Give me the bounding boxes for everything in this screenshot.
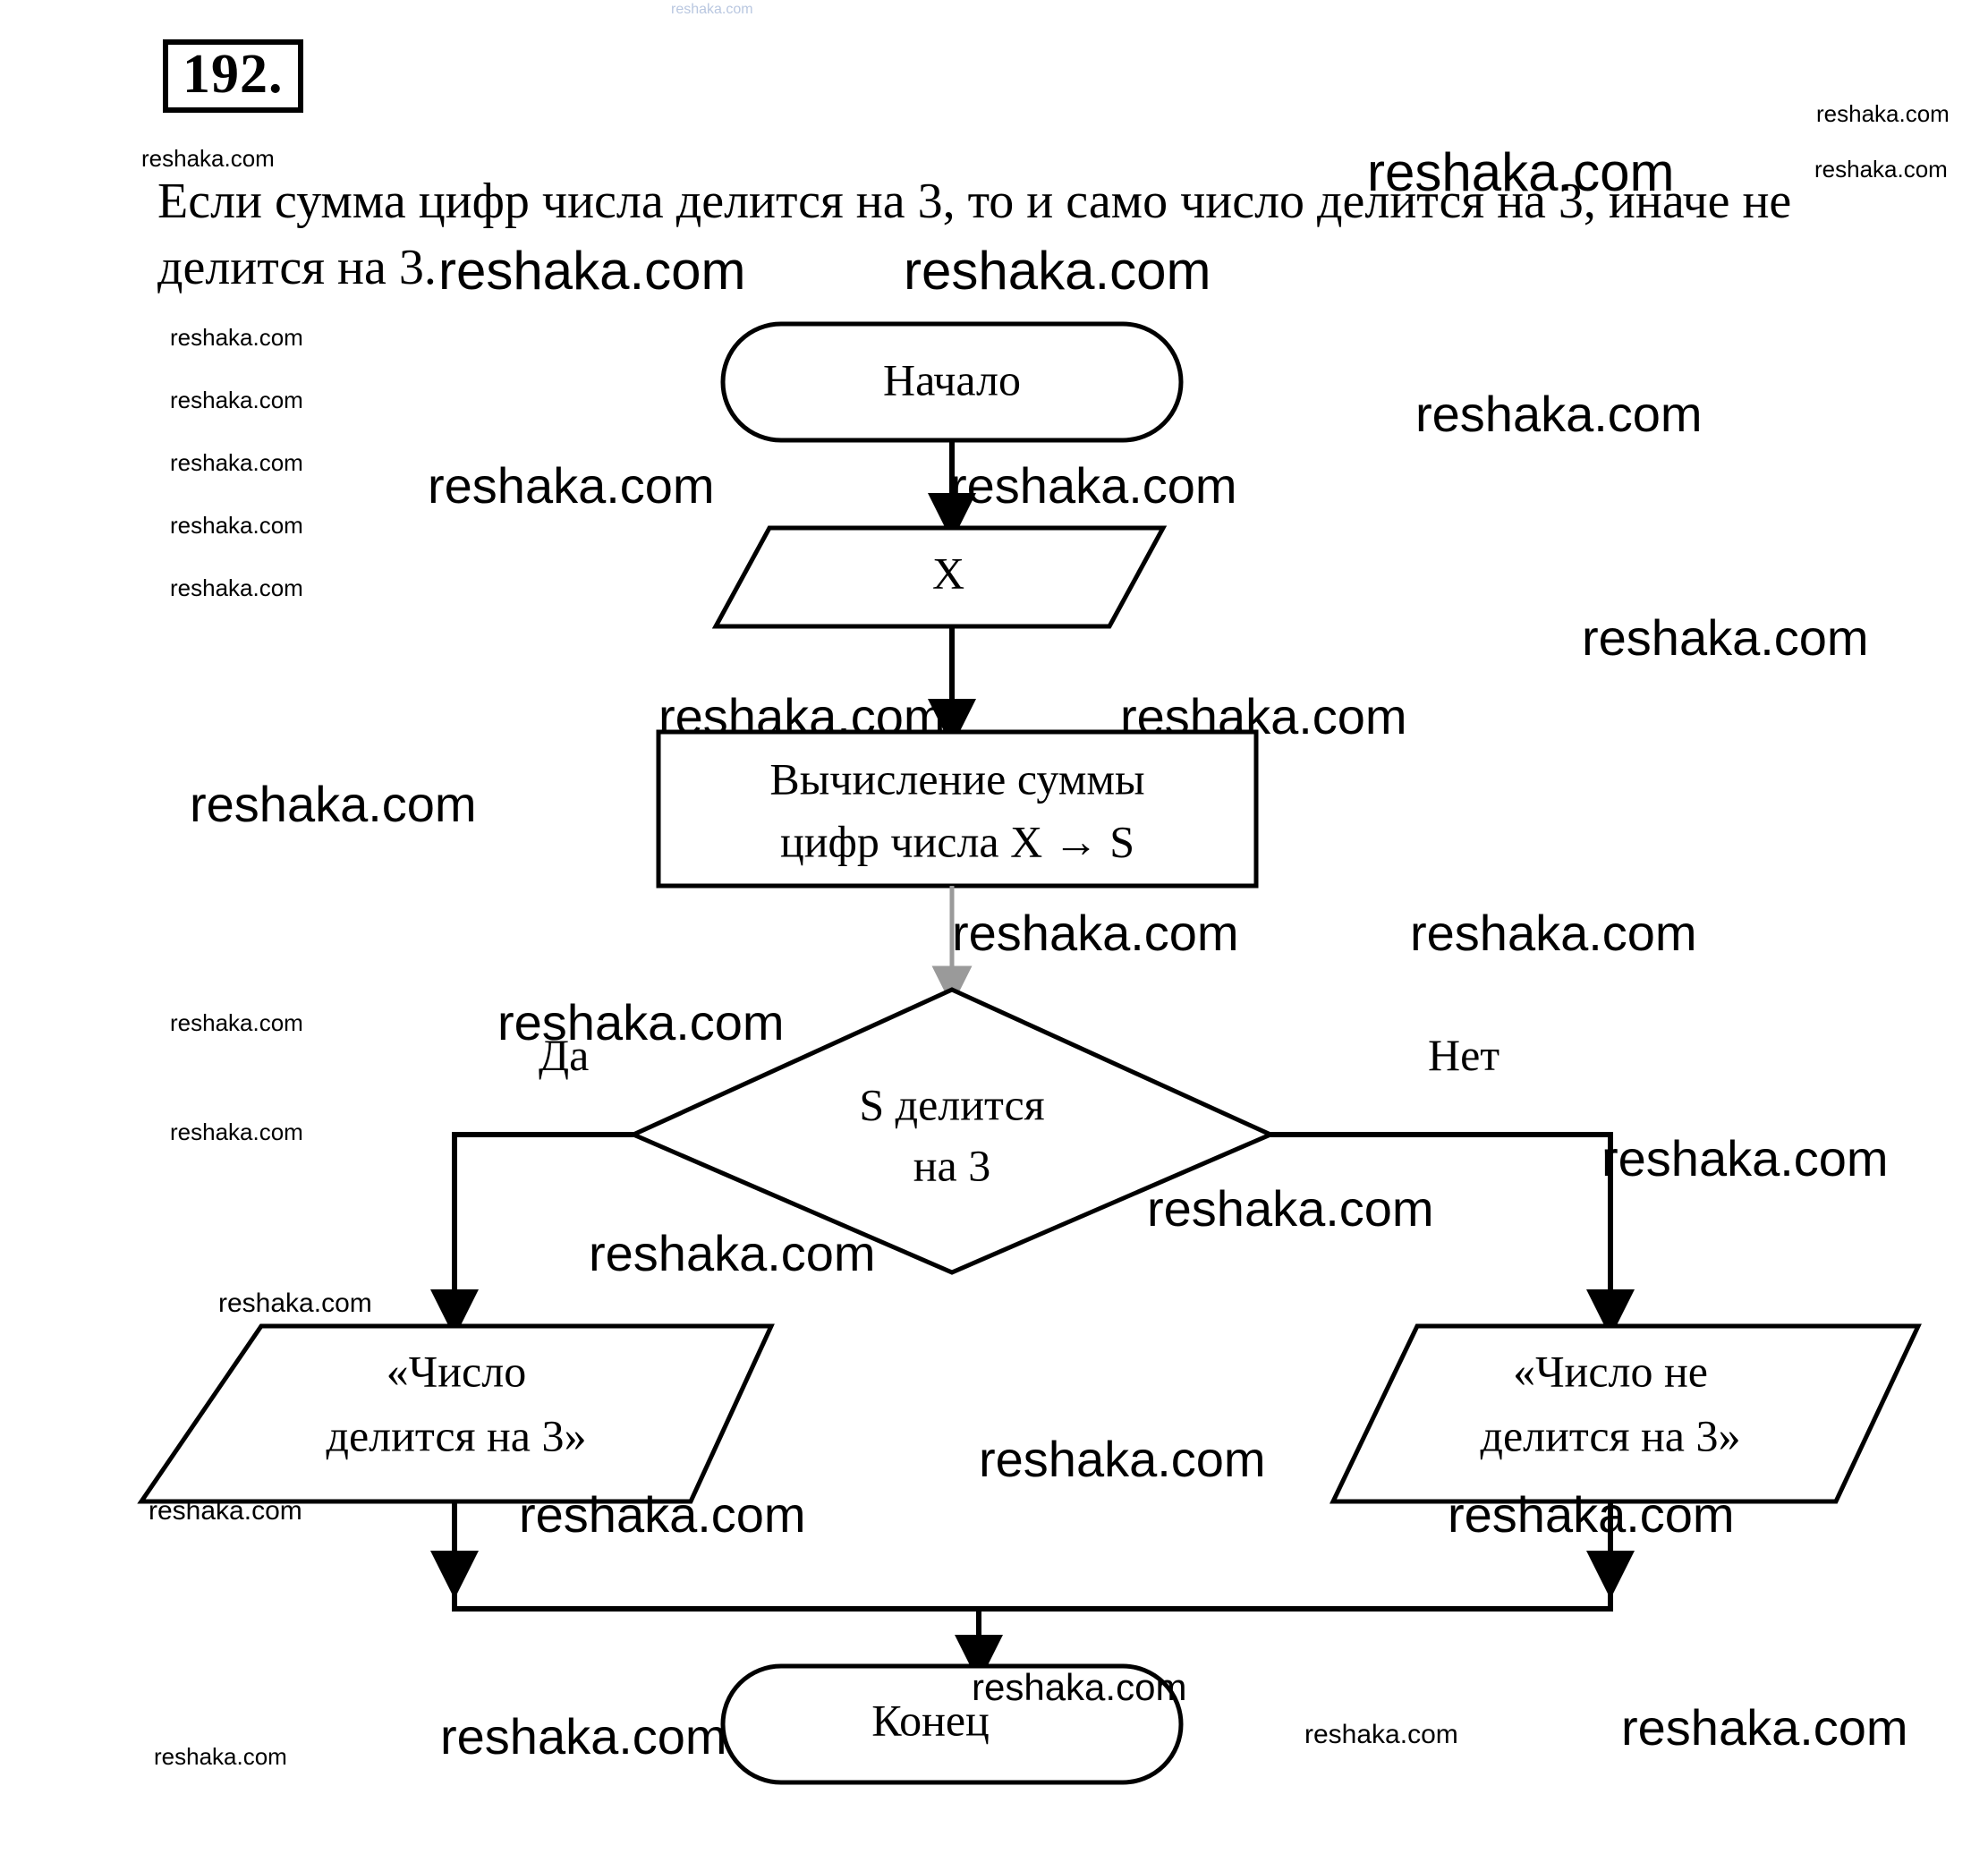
node-decision-label-line1: S делится [859,1079,1044,1129]
watermark: reshaka.com [154,1743,287,1770]
node-output-yes-shape [137,1323,775,1504]
node-input-shape [711,525,1168,629]
node-output-yes-line2: делится на 3» [327,1410,587,1460]
watermark: reshaka.com [1367,142,1675,202]
problem-statement: Если сумма цифр числа делится на 3, то и… [157,168,1848,301]
watermark: reshaka.com [190,776,477,832]
watermark: reshaka.com [170,324,303,351]
watermark: reshaka.com [170,574,303,601]
watermark: reshaka.com [1304,1720,1458,1749]
watermark: reshaka.com [658,688,946,744]
node-input-label: X [932,548,964,598]
watermark: reshaka.com [170,387,303,413]
statement-line-2: делится на 3. [157,240,437,295]
watermark: reshaka.com [519,1486,806,1543]
node-output-yes-line1: «Число [387,1346,526,1396]
watermark: reshaka.com [972,1666,1187,1708]
watermark: reshaka.com [1448,1486,1735,1543]
node-start-label: Начало [883,354,1021,404]
watermark: reshaka.com [1415,386,1703,442]
node-output-no-line1: «Число не [1513,1346,1708,1396]
watermark: reshaka.com [904,241,1211,301]
node-decision-shape [627,987,1277,1275]
node-output-no-shape [1330,1323,1922,1504]
watermark: reshaka.com [1814,156,1948,183]
watermark: reshaka.com [1410,905,1697,961]
watermark: reshaka.com [979,1431,1266,1487]
connector-decision-no [1270,1132,1635,1338]
watermark: reshaka.com [170,1009,303,1036]
node-process-label-line1: Вычисление суммы [769,753,1144,804]
watermark: reshaka.com [170,449,303,476]
watermark: reshaka.com [141,145,275,172]
watermark: reshaka.com [497,994,785,1050]
watermark: reshaka.com [1582,609,1869,666]
node-process-shape [656,729,1259,889]
branch-label-yes: Да [539,1030,589,1080]
statement-line-1: Если сумма цифр числа делится на 3, то и… [157,174,1792,229]
watermark: reshaka.com [589,1225,876,1281]
watermark: reshaka.com [952,905,1239,961]
watermark: reshaka.com [170,1118,303,1145]
branch-label-no: Нет [1428,1030,1499,1080]
node-process-label-line2: цифр числа X → S [780,816,1134,866]
watermark: reshaka.com [149,1496,302,1526]
watermark: reshaka.com [950,457,1237,514]
watermark: reshaka.com [218,1288,372,1318]
node-end-label: Конец [871,1695,990,1745]
watermark: reshaka.com [1147,1180,1434,1237]
watermark: reshaka.com [438,241,746,301]
watermark: reshaka.com [428,457,715,514]
watermark: reshaka.com [440,1708,727,1765]
watermark: reshaka.com [170,512,303,539]
watermark: reshaka.com [1120,688,1407,744]
node-end-shape [720,1663,1184,1785]
watermark: reshaka.com [671,2,753,17]
watermark: reshaka.com [1621,1699,1908,1756]
connector-decision-yes [430,1132,633,1338]
watermark: reshaka.com [1601,1130,1889,1186]
node-output-no-line2: делится на 3» [1481,1410,1741,1460]
watermark: reshaka.com [1816,100,1950,127]
task-number-badge: 192. [163,39,303,113]
node-decision-label-line2: на 3 [913,1140,990,1190]
